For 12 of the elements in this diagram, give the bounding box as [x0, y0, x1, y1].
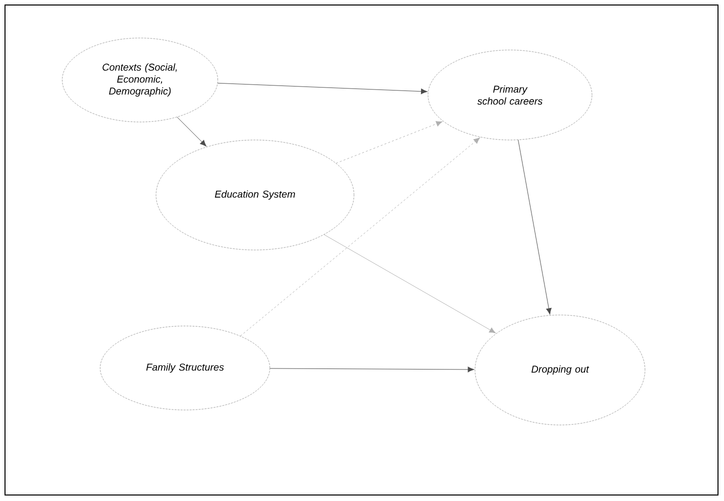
arrow	[336, 121, 442, 164]
ellipse-node: Primary school careers	[428, 50, 592, 140]
ellipse-node: Family Structures	[100, 326, 270, 410]
arrow	[218, 82, 428, 94]
ellipse-node: Dropping out	[474, 314, 646, 426]
arrow	[324, 234, 496, 334]
ellipse-node: Education System	[156, 140, 354, 250]
ellipse-node: Contexts (Social, Economic, Demographic)	[62, 38, 218, 122]
arrow	[518, 140, 552, 315]
arrow	[270, 366, 474, 372]
arrow	[240, 138, 480, 336]
arrow	[176, 116, 206, 146]
